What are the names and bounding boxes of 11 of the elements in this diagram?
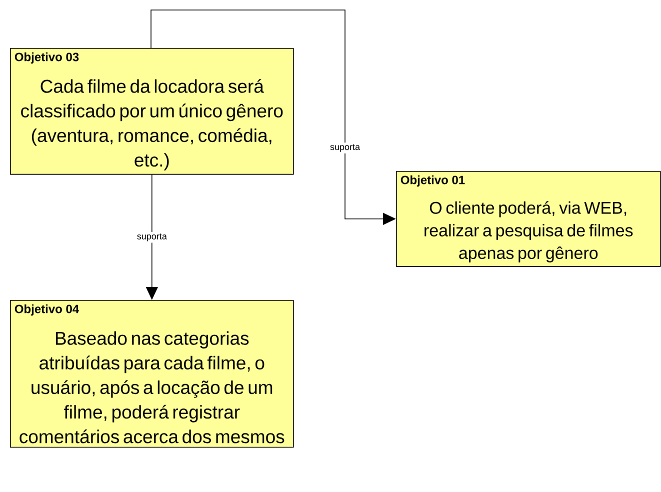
edge-label: suporta: [328, 142, 362, 154]
objective-box: [10, 300, 294, 448]
edge-label: suporta: [135, 232, 168, 243]
heading: Objetivo 04: [14, 304, 80, 316]
heading: Objetivo 01: [400, 175, 465, 187]
heading: Objetivo 03: [14, 52, 79, 64]
objective-box: [396, 171, 661, 267]
body-text: O cliente poderá, via WEB, realizar a pesquisa de filmes apenas por gênero: [424, 201, 633, 262]
objective-box: [10, 48, 294, 175]
body-text: Baseado nas categorias atribuídas para cada filme, o usuário, após a locação de um filme, poderá registrar comentários acerca dos mesmos: [20, 331, 284, 444]
body-text: Cada filme da locadora será classificado por um único gênero (aventura, romance, comédia, etc.): [21, 79, 283, 170]
